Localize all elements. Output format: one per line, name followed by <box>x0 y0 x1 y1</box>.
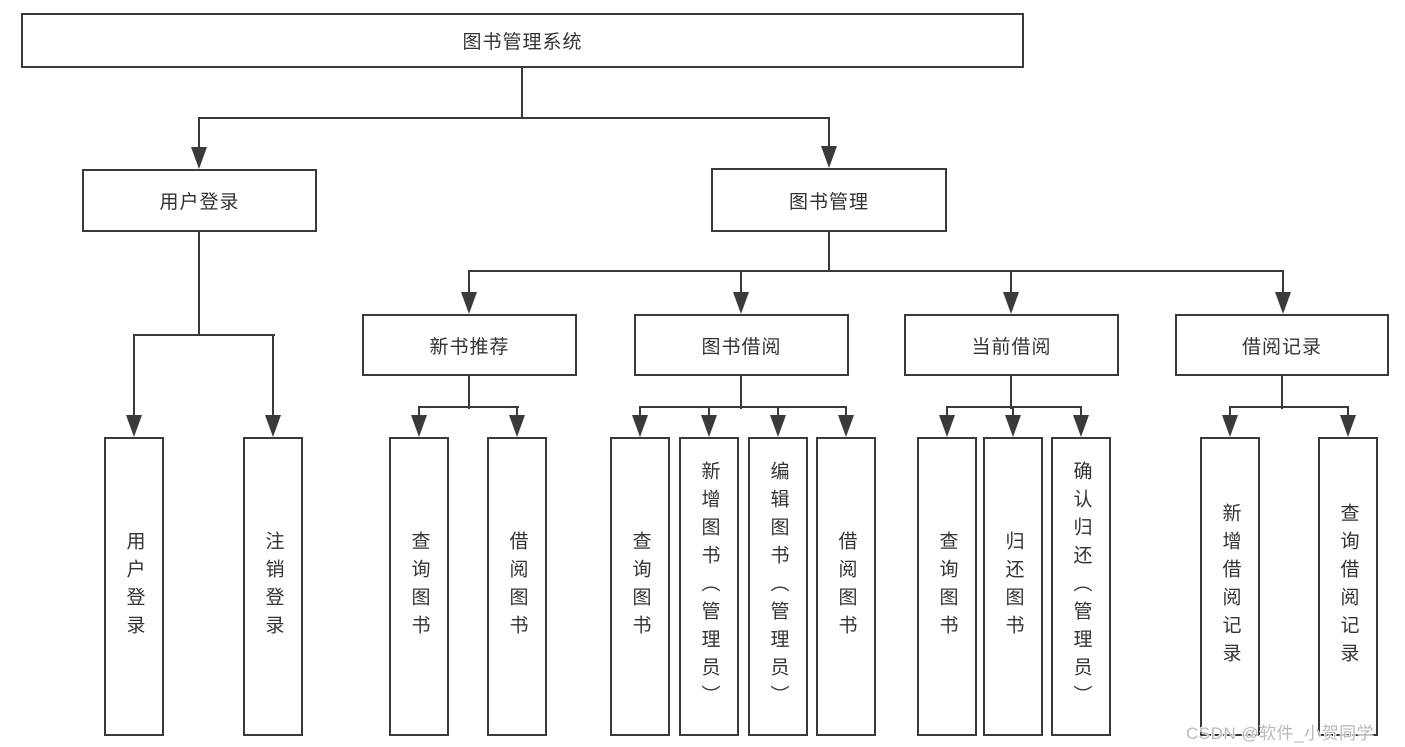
leaf-current-return-label: 归还图书 <box>1002 530 1024 643</box>
leaf-borrowing-borrow: 借阅图书 <box>816 437 876 736</box>
connector-line <box>639 406 847 408</box>
connector-line <box>946 406 948 418</box>
leaf-user-login: 用户登录 <box>104 437 164 736</box>
arrow-down-icon <box>1340 415 1356 437</box>
connector-line <box>418 406 519 408</box>
connector-line <box>418 406 420 418</box>
arrow-down-icon <box>461 292 477 314</box>
connector-line <box>828 117 830 148</box>
node-book-management: 图书管理 <box>711 168 947 232</box>
leaf-current-confirm-admin: 确认归还（管理员） <box>1051 437 1111 736</box>
connector-line <box>1347 406 1349 418</box>
leaf-records-search-label: 查询借阅记录 <box>1337 502 1359 671</box>
node-current-borrowing: 当前借阅 <box>904 314 1119 376</box>
node-user-login-label: 用户登录 <box>159 192 240 213</box>
connector-line <box>521 68 523 119</box>
connector-line <box>1010 376 1012 409</box>
node-new-book-recommend: 新书推荐 <box>362 314 577 376</box>
watermark: CSDN @软件_小贺同学 <box>1186 724 1375 743</box>
leaf-current-search-label: 查询图书 <box>936 530 958 643</box>
node-borrow-records-label: 借阅记录 <box>1241 336 1322 358</box>
connector-line <box>639 406 641 418</box>
leaf-logout-label: 注销登录 <box>262 530 284 643</box>
arrow-down-icon <box>1275 292 1291 314</box>
connector-line <box>845 406 847 418</box>
leaf-newbooks-search-label: 查询图书 <box>408 530 430 643</box>
connector-line <box>133 334 135 417</box>
arrow-down-icon <box>1222 415 1238 437</box>
connector-line <box>516 406 518 418</box>
connector-line <box>740 270 742 295</box>
connector-line <box>708 406 710 418</box>
leaf-records-search: 查询借阅记录 <box>1318 437 1378 736</box>
arrow-down-icon <box>838 415 854 437</box>
arrow-down-icon <box>1005 415 1021 437</box>
arrow-down-icon <box>733 292 749 314</box>
arrow-down-icon <box>191 147 207 169</box>
connector-line <box>1281 376 1283 409</box>
leaf-newbooks-borrow-label: 借阅图书 <box>506 530 528 643</box>
connector-line <box>946 406 1082 408</box>
arrow-down-icon <box>411 415 427 437</box>
leaf-newbooks-borrow: 借阅图书 <box>487 437 547 736</box>
arrow-down-icon <box>126 415 142 437</box>
leaf-borrowing-search-label: 查询图书 <box>629 530 651 643</box>
arrow-down-icon <box>632 415 648 437</box>
connector-line <box>777 406 779 418</box>
leaf-current-search: 查询图书 <box>917 437 977 736</box>
leaf-logout: 注销登录 <box>243 437 303 736</box>
connector-line <box>133 334 275 336</box>
leaf-current-confirm-admin-label: 确认归还（管理员） <box>1070 460 1092 713</box>
leaf-records-add: 新增借阅记录 <box>1200 437 1260 736</box>
leaf-user-login-label: 用户登录 <box>123 530 145 643</box>
node-root: 图书管理系统 <box>21 13 1024 68</box>
connector-line <box>468 376 470 409</box>
connector-line <box>1229 406 1349 408</box>
leaf-borrowing-borrow-label: 借阅图书 <box>835 530 857 643</box>
node-root-label: 图书管理系统 <box>462 32 583 53</box>
connector-line <box>1012 406 1014 418</box>
connector-line <box>828 232 830 272</box>
connector-line <box>468 270 470 295</box>
arrow-down-icon <box>509 415 525 437</box>
leaf-borrowing-edit-admin: 编辑图书（管理员） <box>748 437 808 736</box>
leaf-borrowing-edit-admin-label: 编辑图书（管理员） <box>767 460 789 713</box>
connector-line <box>1010 270 1012 295</box>
connector-line <box>1282 270 1284 295</box>
arrow-down-icon <box>821 146 837 168</box>
connector-line <box>198 117 830 119</box>
node-borrow-records: 借阅记录 <box>1175 314 1389 376</box>
leaf-borrowing-add-admin: 新增图书（管理员） <box>679 437 739 736</box>
node-book-borrowing: 图书借阅 <box>634 314 849 376</box>
node-new-book-recommend-label: 新书推荐 <box>429 336 510 358</box>
node-book-management-label: 图书管理 <box>788 191 869 213</box>
node-book-borrowing-label: 图书借阅 <box>701 336 782 358</box>
connector-line <box>198 232 200 336</box>
arrow-down-icon <box>1003 292 1019 314</box>
node-current-borrowing-label: 当前借阅 <box>971 336 1052 358</box>
connector-line <box>198 117 200 149</box>
connector-line <box>1229 406 1231 418</box>
leaf-records-add-label: 新增借阅记录 <box>1219 502 1241 671</box>
connector-line <box>740 376 742 409</box>
connector-line <box>1080 406 1082 418</box>
arrow-down-icon <box>701 415 717 437</box>
connector-line <box>272 334 274 417</box>
arrow-down-icon <box>939 415 955 437</box>
arrow-down-icon <box>1073 415 1089 437</box>
leaf-current-return: 归还图书 <box>983 437 1043 736</box>
leaf-newbooks-search: 查询图书 <box>389 437 449 736</box>
leaf-borrowing-search: 查询图书 <box>610 437 670 736</box>
connector-line <box>468 270 1284 272</box>
arrow-down-icon <box>770 415 786 437</box>
leaf-borrowing-add-admin-label: 新增图书（管理员） <box>698 460 720 713</box>
arrow-down-icon <box>265 415 281 437</box>
node-user-login: 用户登录 <box>82 169 317 232</box>
